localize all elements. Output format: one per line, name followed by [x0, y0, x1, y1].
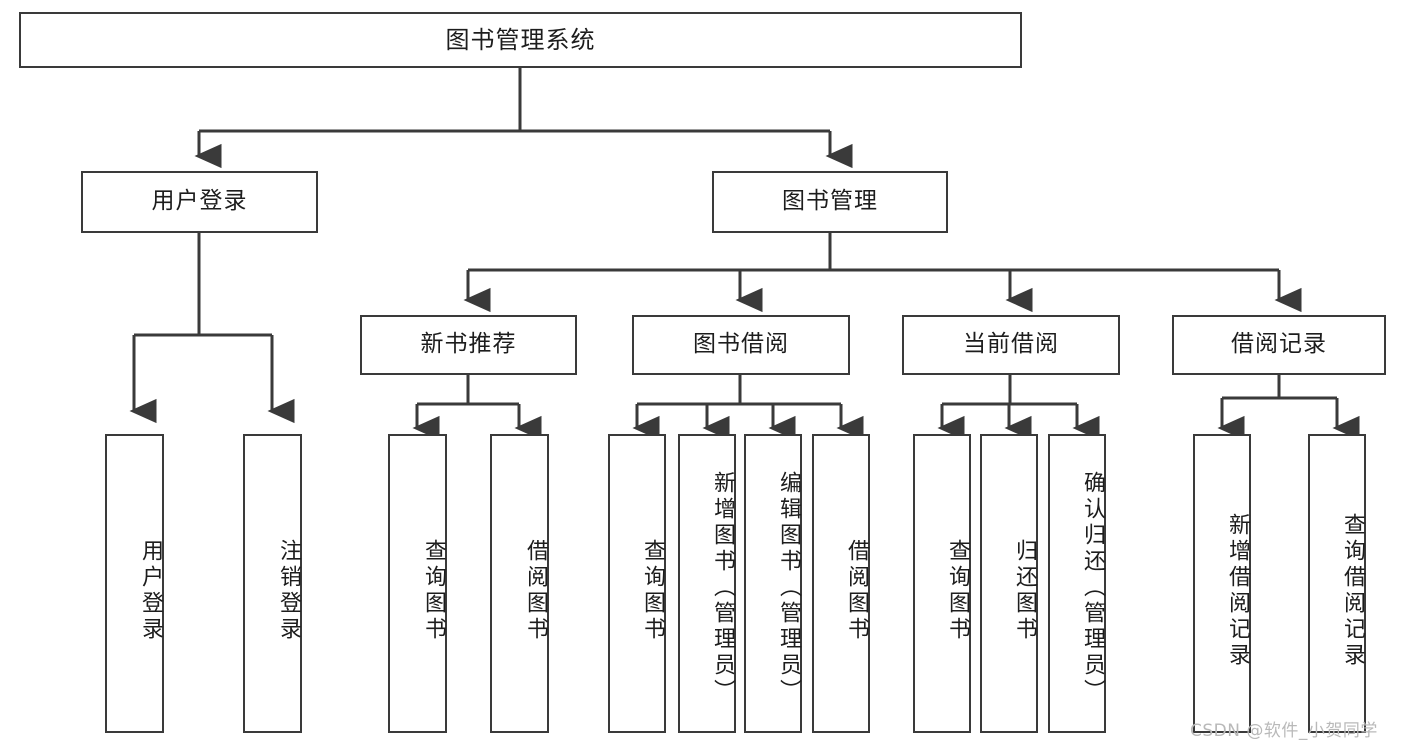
leaf-current-return-book[interactable]: 归还图书 [980, 434, 1038, 733]
node-label: 查询图书 [421, 538, 446, 643]
node-label: 借阅图书 [523, 538, 548, 643]
node-borrow-record[interactable]: 借阅记录 [1172, 315, 1386, 375]
node-label: 用户登录 [138, 538, 163, 643]
node-new-book-recommend[interactable]: 新书推荐 [360, 315, 577, 375]
leaf-recommend-search-book[interactable]: 查询图书 [388, 434, 447, 733]
node-label: 编辑图书（管理员） [776, 470, 801, 705]
node-label: 新增图书（管理员） [710, 470, 735, 705]
node-label: 用户登录 [151, 188, 248, 215]
node-book-borrow[interactable]: 图书借阅 [632, 315, 850, 375]
node-current-borrow[interactable]: 当前借阅 [902, 315, 1120, 375]
node-root-system[interactable]: 图书管理系统 [19, 12, 1022, 68]
node-label: 图书借阅 [693, 331, 789, 358]
node-label: 图书管理系统 [445, 25, 596, 54]
node-user-login[interactable]: 用户登录 [81, 171, 318, 233]
leaf-user-login-login[interactable]: 用户登录 [105, 434, 164, 733]
leaf-borrow-borrow-book[interactable]: 借阅图书 [812, 434, 870, 733]
leaf-borrow-add-book-admin[interactable]: 新增图书（管理员） [678, 434, 736, 733]
node-label: 新书推荐 [420, 331, 517, 358]
node-label: 查询借阅记录 [1340, 512, 1365, 669]
leaf-recommend-borrow-book[interactable]: 借阅图书 [490, 434, 549, 733]
leaf-record-add-record[interactable]: 新增借阅记录 [1193, 434, 1251, 733]
leaf-current-search-book[interactable]: 查询图书 [913, 434, 971, 733]
node-book-management[interactable]: 图书管理 [712, 171, 948, 233]
node-label: 借阅图书 [844, 538, 869, 643]
node-label: 查询图书 [945, 538, 970, 643]
leaf-borrow-search-book[interactable]: 查询图书 [608, 434, 666, 733]
node-label: 查询图书 [640, 538, 665, 643]
leaf-record-search-record[interactable]: 查询借阅记录 [1308, 434, 1366, 733]
leaf-borrow-edit-book-admin[interactable]: 编辑图书（管理员） [744, 434, 802, 733]
node-label: 图书管理 [782, 188, 878, 215]
csdn-watermark: CSDN @软件_小贺同学 [1190, 721, 1378, 741]
node-label: 注销登录 [276, 538, 301, 643]
node-label: 归还图书 [1012, 538, 1037, 643]
node-label: 新增借阅记录 [1225, 512, 1250, 669]
node-label: 确认归还（管理员） [1080, 470, 1105, 705]
leaf-current-confirm-return-admin[interactable]: 确认归还（管理员） [1048, 434, 1106, 733]
leaf-user-login-logout[interactable]: 注销登录 [243, 434, 302, 733]
node-label: 当前借阅 [963, 331, 1059, 358]
node-label: 借阅记录 [1231, 331, 1327, 358]
